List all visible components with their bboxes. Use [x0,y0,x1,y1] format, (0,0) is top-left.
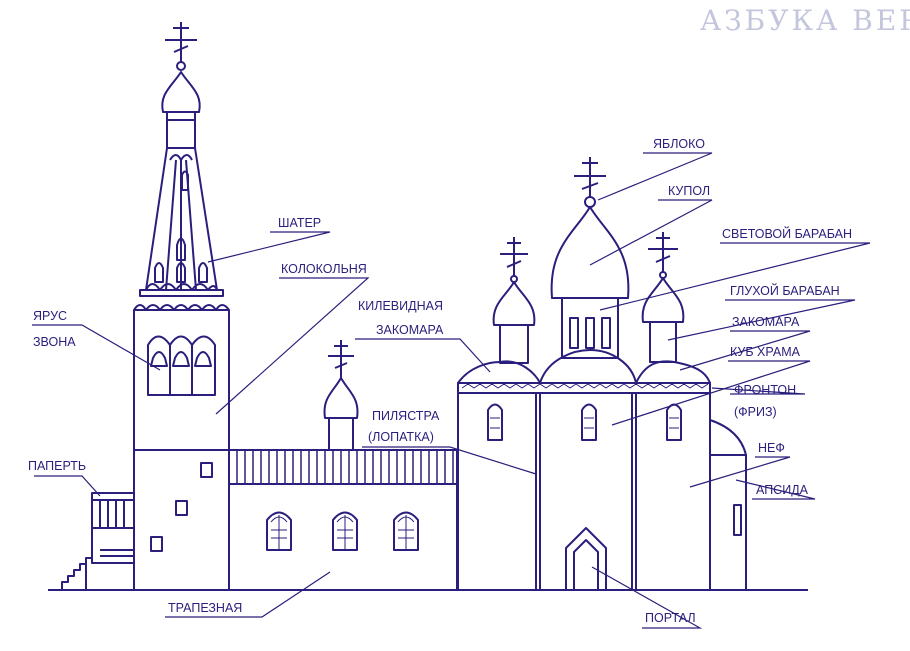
label-apsida: АПСИДА [756,483,809,497]
label-yabloko: ЯБЛОКО [653,137,705,151]
label-pilyastra: ПИЛЯСТРА [372,409,440,423]
label-yarus: ЯРУС [33,309,67,323]
label-portal: ПОРТАЛ [645,611,696,625]
label-zakomara-keel: ЗАКОМАРА [376,323,444,337]
label-paperte: ПАПЕРТЬ [28,459,86,473]
refectory-cross [328,340,354,378]
label-fronton: ФРОНТОН [734,383,796,397]
bell-tower [133,22,230,591]
label-zvona: ЗВОНА [33,335,76,349]
bell-tower-base [133,449,230,591]
label-shater: ШАТЕР [278,216,321,230]
bell-tower-cross [165,22,197,71]
label-kupol: КУПОЛ [668,184,710,198]
central-dome [550,206,630,299]
church-cube [457,392,711,591]
bell-tower-dome [161,71,201,113]
refectory [228,340,458,591]
label-lopatka: (ЛОПАТКА) [368,430,434,444]
label-glukhoy-baraban: ГЛУХОЙ БАРАБАН [730,283,840,298]
blind-drum [649,321,677,363]
light-drum [561,297,619,359]
left-dome [492,281,536,326]
label-zakomara: ЗАКОМАРА [732,315,800,329]
porch [61,492,135,590]
label-kub-khrama: КУБ ХРАМА [730,345,801,359]
zakomaras [457,349,711,384]
leader-lines [32,152,871,629]
watermark-logo: АЗБУКА ВЕРЫ [700,4,910,37]
right-dome [641,277,685,323]
label-trapeznaya: ТРАПЕЗНАЯ [168,601,242,615]
bell-openings [147,335,216,396]
label-friz: (ФРИЗ) [734,405,777,419]
left-cross [500,237,528,283]
label-svetovoy-baraban: СВЕТОВОЙ БАРАБАН [722,226,852,241]
label-nef: НЕФ [758,441,785,455]
apple-orb [584,196,596,208]
portal-door [565,527,607,590]
main-church [457,157,747,591]
label-kilevidnaya: КИЛЕВИДНАЯ [358,299,443,313]
label-kolokolnya: КОЛОКОЛЬНЯ [281,262,367,276]
central-cross [574,157,606,197]
right-cross [648,232,678,279]
refectory-dome [323,377,359,419]
